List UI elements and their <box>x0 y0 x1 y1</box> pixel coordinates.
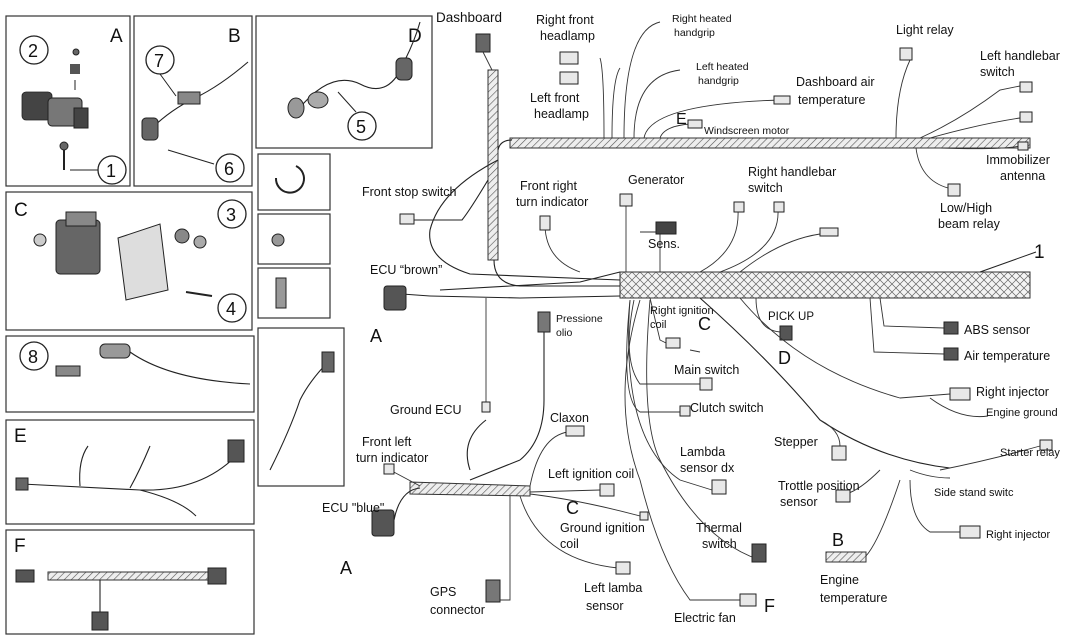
label-gps-2: connector <box>430 603 485 617</box>
label-clutch-switch: Clutch switch <box>690 401 764 415</box>
callout-1: 1 <box>106 161 116 181</box>
label-ground-ign-2: coil <box>560 537 579 551</box>
panel-f-letter: F <box>14 536 26 557</box>
label-engine-temp-2: temperature <box>820 591 887 605</box>
label-letter-d: D <box>778 348 791 368</box>
label-right-ign-coil-1: Right ignition <box>650 305 714 317</box>
label-left-front-headlamp-1: Left front <box>530 91 580 105</box>
label-right-front-headlamp-2: headlamp <box>540 29 595 43</box>
callout-6: 6 <box>224 159 234 179</box>
label-generator: Generator <box>628 173 684 187</box>
label-ground-ecu: Ground ECU <box>390 403 462 417</box>
panel-c-letter: C <box>14 200 28 221</box>
label-immobilizer-2: antenna <box>1000 169 1045 183</box>
label-letter-c1: C <box>698 314 711 334</box>
label-left-lamba-2: sensor <box>586 599 624 613</box>
label-windscreen-motor: Windscreen motor <box>704 125 790 137</box>
main-callout-1: 1 <box>1034 242 1045 263</box>
label-engine-temp-1: Engine <box>820 573 859 587</box>
label-letter-e: E <box>676 111 687 128</box>
label-abs-sensor: ABS sensor <box>964 323 1030 337</box>
label-left-heated-1: Left heated <box>696 61 749 73</box>
label-side-stand: Side stand switc <box>934 487 1014 499</box>
label-right-heated-2: handgrip <box>674 27 715 39</box>
panel-a-letter: A <box>110 26 123 47</box>
label-starter-relay: Starter relay <box>1000 447 1060 459</box>
label-ecu-brown: ECU “brown” <box>370 263 442 277</box>
label-left-hb-switch-2: switch <box>980 65 1015 79</box>
label-stepper: Stepper <box>774 435 818 449</box>
label-right-hb-switch-2: switch <box>748 181 783 195</box>
label-left-front-headlamp-2: headlamp <box>534 107 589 121</box>
callout-8: 8 <box>28 347 38 367</box>
label-ecu-blue: ECU "blue" <box>322 501 384 515</box>
callout-2: 2 <box>28 41 38 61</box>
label-letter-f: F <box>764 596 775 616</box>
label-dashboard: Dashboard <box>436 10 502 25</box>
label-right-hb-switch-1: Right handlebar <box>748 165 836 179</box>
label-trottle-1: Trottle position <box>778 479 860 493</box>
panel-d: D 5 <box>255 15 433 149</box>
label-dash-air-1: Dashboard air <box>796 75 875 89</box>
panel-e: E <box>5 419 255 525</box>
label-thermal-1: Thermal <box>696 521 742 535</box>
label-ground-ign-1: Ground ignition <box>560 521 645 535</box>
callout-3: 3 <box>226 205 236 225</box>
panel-f: F <box>5 529 255 635</box>
label-engine-ground: Engine ground <box>986 407 1058 419</box>
label-trottle-2: sensor <box>780 495 818 509</box>
label-left-lamba-1: Left lamba <box>584 581 642 595</box>
relay-block-drawing <box>21 48 98 171</box>
callout-7: 7 <box>154 51 164 71</box>
label-pressione-1: Pressione <box>556 313 603 325</box>
panel-e-letter: E <box>14 426 27 447</box>
label-lambda-dx-1: Lambda <box>680 445 725 459</box>
label-left-ign-coil: Left ignition coil <box>548 467 634 481</box>
label-light-relay: Light relay <box>896 23 954 37</box>
label-lambda-dx-2: sensor dx <box>680 461 735 475</box>
label-right-ign-coil-2: coil <box>650 319 667 331</box>
panel-a: A 2 1 <box>5 15 131 187</box>
label-right-injector-1: Right injector <box>976 385 1049 399</box>
label-sens: Sens. <box>648 237 680 251</box>
label-letter-c2: C <box>566 498 579 518</box>
label-front-right-turn-1: Front right <box>520 179 577 193</box>
callout-5: 5 <box>356 117 366 137</box>
panel-8: 8 <box>5 335 255 413</box>
label-right-heated-1: Right heated <box>672 13 732 25</box>
label-front-left-turn-1: Front left <box>362 435 412 449</box>
label-front-left-turn-2: turn indicator <box>356 451 428 465</box>
label-pressione-2: olio <box>556 327 573 339</box>
label-letter-a2: A <box>340 558 352 578</box>
label-front-right-turn-2: turn indicator <box>516 195 588 209</box>
label-letter-a1: A <box>370 326 382 346</box>
label-pick-up: PICK UP <box>768 311 814 323</box>
label-left-hb-switch-1: Left handlebar <box>980 49 1060 63</box>
label-air-temperature: Air temperature <box>964 349 1050 363</box>
panel-c: C 3 4 <box>5 191 253 331</box>
label-right-front-headlamp-1: Right front <box>536 13 594 27</box>
panel-b-letter: B <box>228 26 241 47</box>
component-labels: Dashboard Right front headlamp Left fron… <box>322 10 1060 625</box>
label-immobilizer-1: Immobilizer <box>986 153 1050 167</box>
label-lowhigh-2: beam relay <box>938 217 1001 231</box>
label-main-switch: Main switch <box>674 363 739 377</box>
small-parts <box>257 153 345 487</box>
panel-b: B 7 6 <box>133 15 253 187</box>
label-left-heated-2: handgrip <box>698 75 739 87</box>
label-thermal-2: switch <box>702 537 737 551</box>
callout-4: 4 <box>226 299 236 319</box>
main-harness <box>371 21 1053 607</box>
label-lowhigh-1: Low/High <box>940 201 992 215</box>
label-claxon: Claxon <box>550 411 589 425</box>
label-right-injector-2: Right injector <box>986 529 1051 541</box>
label-gps-1: GPS <box>430 585 456 599</box>
label-letter-b: B <box>832 530 844 550</box>
label-dash-air-2: temperature <box>798 93 865 107</box>
label-front-stop-switch: Front stop switch <box>362 185 457 199</box>
label-electric-fan: Electric fan <box>674 611 736 625</box>
